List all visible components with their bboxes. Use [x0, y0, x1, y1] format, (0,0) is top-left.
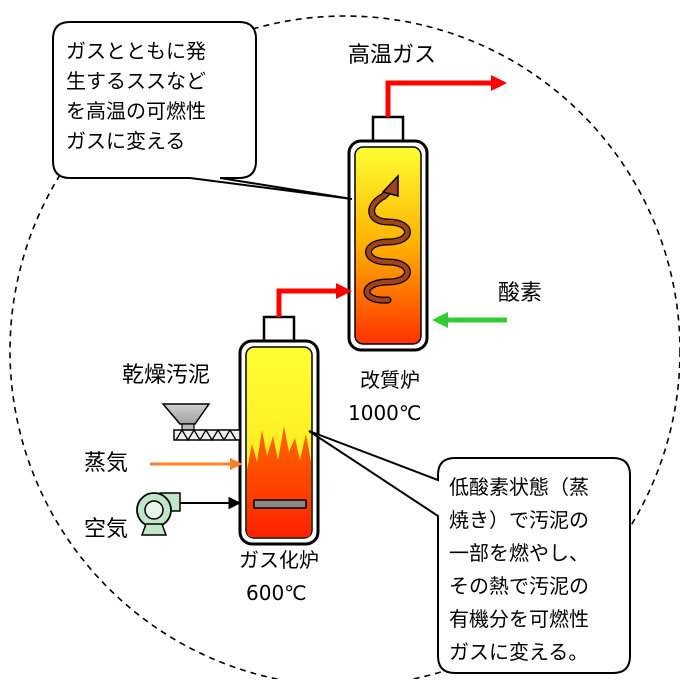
gasifier-callout-bubble [308, 430, 631, 674]
screw-conveyor [173, 429, 241, 441]
gasifier-callout-text: 低酸素状態（蒸 焼き）で汚泥の 一部を燃やし、 その熱で汚泥の 有機分を可燃性 … [449, 471, 589, 669]
air-line [180, 497, 241, 509]
callout-line: 生するススなど [66, 69, 206, 93]
callout-line: ガスに変える。 [449, 640, 589, 664]
steam-arrow [150, 458, 243, 470]
oxygen-label: 酸素 [498, 281, 543, 306]
reformer-name: 改質炉 [360, 368, 420, 392]
callout-line: 有機分を可燃性 [449, 607, 589, 631]
callout-line: その熱で汚泥の [449, 574, 589, 598]
callout-line: 低酸素状態（蒸 [449, 475, 589, 499]
air-label: 空気 [84, 517, 129, 542]
callout-line: 一部を燃やし、 [449, 541, 589, 565]
callout-line: ガスとともに発 [66, 39, 206, 63]
oxygen-arrow [432, 312, 507, 328]
flame-icon [247, 426, 311, 537]
callout-line: 焼き）で汚泥の [449, 508, 589, 532]
reformer-callout-bubble [52, 21, 353, 200]
grate-bar [253, 499, 307, 509]
steam-label: 蒸気 [84, 451, 129, 476]
gasifier-temp: 600℃ [246, 581, 307, 605]
gasifier-furnace [238, 315, 320, 546]
transfer-gas-arrow [276, 283, 352, 317]
boundary-circle [9, 15, 680, 683]
reformer-callout-text: ガスとともに発 生するススなど を高温の可燃性 ガスに変える [66, 36, 206, 156]
air-blower-icon [136, 492, 181, 536]
dried-sludge-label: 乾燥汚泥 [122, 363, 211, 388]
reformer-temp: 1000℃ [348, 401, 422, 425]
hot-gas-arrow [385, 75, 507, 117]
hot-gas-label: 高温ガス [348, 43, 437, 68]
reformer-furnace [347, 115, 429, 352]
callout-line: を高温の可燃性 [66, 99, 206, 123]
gasifier-name: ガス化炉 [239, 548, 319, 572]
callout-line: ガスに変える [66, 129, 186, 153]
sludge-hopper [161, 403, 241, 442]
